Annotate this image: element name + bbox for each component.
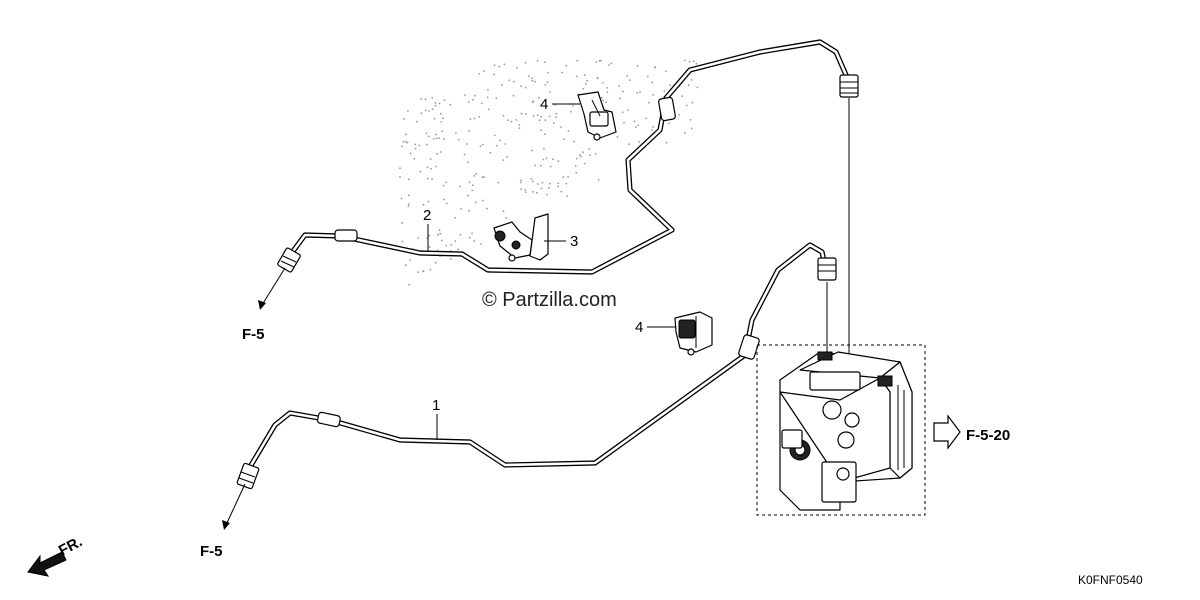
ref-f5-upper-label: F-5	[242, 326, 265, 343]
watermark-text: © Partzilla.com	[482, 289, 617, 311]
pipe-1-modulator-fitting	[817, 257, 837, 281]
callout-part-3: 3	[544, 233, 578, 250]
brake-pipe-1[interactable]	[236, 242, 837, 490]
diagram-code: K0FNF0540	[1078, 573, 1143, 587]
reference-f5-upper[interactable]: F-5	[242, 267, 286, 343]
callout-part-2: 2	[423, 207, 431, 252]
front-arrow-icon	[27, 551, 67, 577]
callout-4-lower-label: 4	[635, 319, 643, 336]
background-shading	[399, 59, 699, 286]
pipe-1-end-fitting	[236, 462, 260, 490]
abs-modulator-assembly[interactable]	[756, 344, 926, 516]
ref-f5-lower-label: F-5	[200, 543, 223, 560]
front-direction-indicator: FR.	[27, 533, 85, 577]
reference-f5-20[interactable]: F-5-20	[933, 414, 1010, 450]
callout-part-4-upper: 4	[540, 96, 580, 113]
callout-part-4-lower: 4	[635, 319, 676, 336]
callout-1-label: 1	[432, 397, 440, 414]
brake-pipe-2[interactable]	[277, 39, 859, 275]
pipe-2-end-fitting	[277, 247, 301, 273]
callout-4-upper-label: 4	[540, 96, 548, 113]
pipe-clamp-4-upper[interactable]	[577, 91, 617, 141]
callout-part-1: 1	[432, 397, 440, 440]
outline-arrow-icon	[933, 414, 961, 450]
bracket-3[interactable]	[493, 213, 549, 262]
reference-f5-lower[interactable]: F-5	[200, 483, 246, 560]
ref-f5-20-label: F-5-20	[966, 427, 1010, 444]
pipe-2-modulator-fitting	[839, 74, 859, 98]
callout-3-label: 3	[570, 233, 578, 250]
callout-2-label: 2	[423, 207, 431, 224]
pipe-clamp-4-lower[interactable]	[674, 311, 713, 356]
